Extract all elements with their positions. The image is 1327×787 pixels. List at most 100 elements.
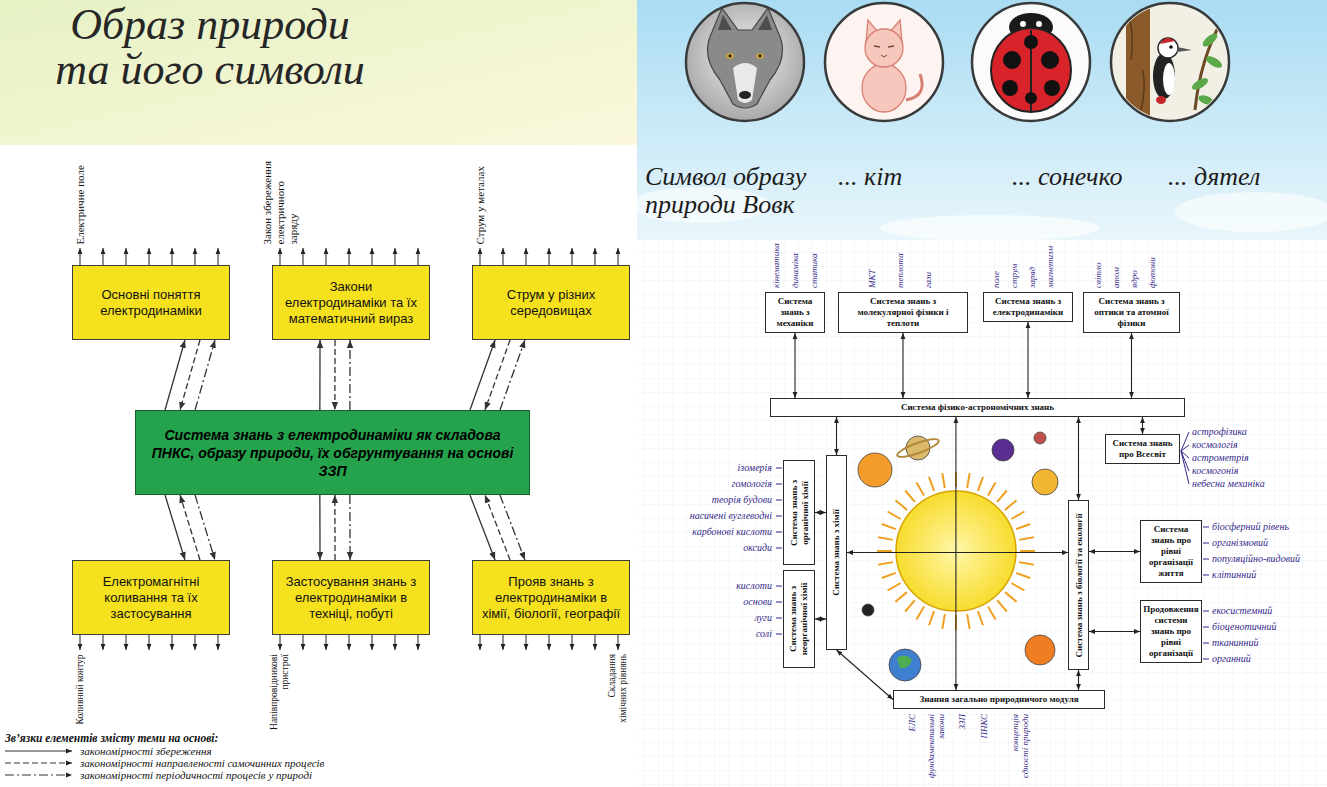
leader-line: [776, 532, 782, 533]
handwritten-note: ЗЗП: [957, 714, 967, 782]
handwritten-note: космогонія: [1192, 465, 1238, 477]
node-text: Система знань з молекулярної фізики і те…: [843, 296, 963, 329]
ladybug-picture: [1041, 51, 1059, 69]
knowledge-link: [1089, 551, 1140, 552]
leader-line: [776, 548, 782, 549]
output-arrow: [571, 635, 572, 650]
leader-line: [1203, 559, 1209, 560]
knowledge-box: Система знань про Всесвіт: [1105, 434, 1180, 464]
handwritten-note: магнетизм: [1045, 244, 1055, 288]
handwritten-note: біоценотичний: [1212, 621, 1276, 633]
sun-ray: [895, 592, 906, 602]
arrow-label: Складання хімічних рівнянь: [607, 654, 629, 730]
symbol-caption: Символ образу природи Вовк: [645, 163, 845, 219]
handwritten-note: солі: [672, 628, 772, 640]
wolf-picture: [758, 15, 772, 30]
output-arrow: [102, 248, 103, 265]
planet: [858, 453, 892, 487]
handwritten-note: луги: [672, 612, 772, 624]
ladybug-picture: [991, 28, 1071, 112]
sun-ray: [1019, 562, 1034, 565]
output-arrow: [302, 635, 303, 650]
earth-land: [897, 655, 912, 668]
knowledge-box: Система знань з біології та екології: [1068, 500, 1089, 670]
output-arrow: [194, 248, 195, 265]
content-link: [165, 495, 185, 560]
handwritten-note: фундаментальні закони: [926, 714, 946, 782]
ladybug-picture: [1020, 21, 1026, 27]
sun-ray: [1005, 592, 1016, 602]
sun-ray: [942, 473, 945, 488]
output-arrow: [479, 635, 480, 650]
sun-ray: [942, 614, 945, 629]
handwritten-note: органний: [1212, 653, 1251, 665]
topic-box: Основні поняття електродинаміки: [72, 265, 230, 340]
handwritten-note: поле: [991, 244, 1001, 288]
handwritten-note: насичені вуглеводні: [672, 510, 772, 522]
knowledge-link: [1142, 417, 1143, 434]
handwritten-note: заряд: [1027, 244, 1037, 288]
output-arrow: [302, 248, 303, 265]
output-arrow: [102, 635, 103, 650]
leader-line: [1203, 543, 1209, 544]
output-arrow: [594, 635, 595, 650]
sun-ray: [1016, 524, 1030, 529]
handwritten-note: теплота: [895, 244, 905, 288]
content-link: [180, 495, 200, 560]
output-arrow: [348, 635, 349, 650]
knowledge-box: Система знань з органічної хімії: [783, 460, 815, 565]
output-arrow: [502, 248, 503, 265]
handwritten-note: концепція єдності природи: [1010, 714, 1030, 782]
ladybug-picture: [1025, 92, 1037, 104]
cat-picture: [862, 64, 906, 112]
handwritten-note: небесна механіка: [1192, 478, 1265, 490]
leader-line: [1203, 611, 1209, 612]
cat-picture: [825, 3, 943, 121]
handwritten-note: клітинний: [1212, 569, 1256, 581]
content-link: [485, 495, 510, 560]
sun-ray: [917, 606, 925, 619]
wolf-picture: [739, 91, 751, 99]
handwritten-note: фотони: [1147, 244, 1157, 288]
output-arrow: [217, 248, 218, 265]
content-link: [195, 495, 215, 560]
legend-text: закономірності періодичності процесів у …: [80, 769, 312, 781]
content-link: [500, 340, 525, 410]
knowledge-box: Продовження системи знань про рівні орга…: [1140, 600, 1202, 663]
sun-ray: [929, 611, 934, 625]
handwritten-note: астрометрія: [1192, 452, 1249, 464]
legend-line-sample: [5, 762, 72, 763]
sun-ray: [1011, 583, 1024, 591]
output-arrow: [148, 635, 149, 650]
ladybug-picture: [1024, 35, 1038, 49]
sun-ray: [1019, 537, 1034, 540]
sun-ray: [997, 600, 1007, 611]
rotated-text-holder: Система знань з органічної хімії: [788, 465, 810, 560]
woodpecker-picture: [1177, 47, 1192, 52]
output-arrow: [279, 248, 280, 265]
output-arrow: [171, 248, 172, 265]
output-arrow: [194, 635, 195, 650]
handwritten-note: екосистемний: [1212, 605, 1272, 617]
output-arrow: [125, 635, 126, 650]
knowledge-box: Система знань з оптики та атомної фізики: [1083, 292, 1180, 333]
knowledge-box: Система знань з неорганічної хімії: [783, 570, 815, 668]
node-text: Система знань про Всесвіт: [1110, 438, 1175, 460]
node-text: Система знань з оптики та атомної фізики: [1088, 296, 1175, 329]
node-text: Струм у різних середовищах: [479, 287, 623, 319]
sun-ray: [917, 483, 925, 496]
wolf-picture: [759, 55, 762, 58]
content-link: [349, 340, 350, 410]
handwritten-note: теорія будови: [672, 494, 772, 506]
output-arrow: [79, 635, 80, 650]
sun-ray: [1016, 573, 1030, 578]
sun-ray: [878, 537, 893, 540]
backgrounds: [1175, 192, 1327, 232]
planet: [889, 649, 921, 681]
content-link: [319, 340, 320, 410]
backgrounds: [0, 0, 637, 145]
legend-text: закономірності збереження: [80, 745, 212, 757]
sun-ray: [997, 490, 1007, 501]
leader-line: [1203, 627, 1209, 628]
